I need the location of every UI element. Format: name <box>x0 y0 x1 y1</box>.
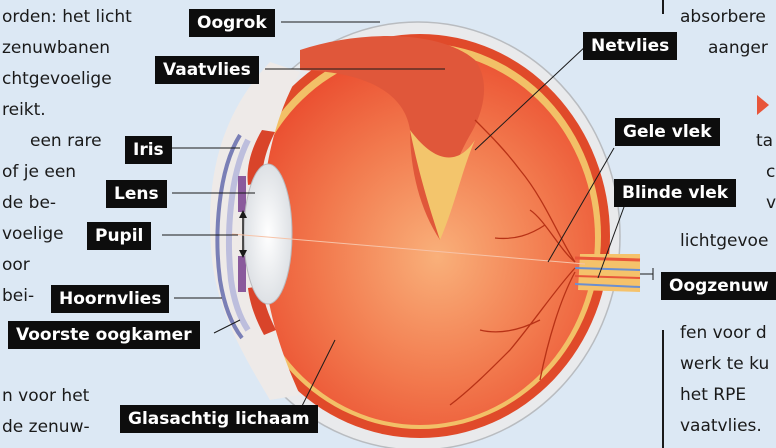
label-pupil: Pupil <box>87 222 151 250</box>
label-gele-vlek: Gele vlek <box>615 118 720 146</box>
lens <box>244 164 292 304</box>
label-hoornvlies: Hoornvlies <box>51 285 169 313</box>
iris-lower <box>238 256 246 292</box>
iris-upper <box>238 176 246 212</box>
label-iris: Iris <box>125 136 172 164</box>
label-oogrok: Oogrok <box>189 9 275 37</box>
label-blinde-vlek: Blinde vlek <box>614 179 736 207</box>
label-lens: Lens <box>106 180 167 208</box>
label-vaatvlies: Vaatvlies <box>155 56 259 84</box>
label-netvlies: Netvlies <box>583 32 677 60</box>
label-voorste-oogkamer: Voorste oogkamer <box>8 321 200 349</box>
label-oogzenuw: Oogzenuw <box>661 272 776 300</box>
label-glasachtig-lichaam: Glasachtig lichaam <box>120 405 318 433</box>
